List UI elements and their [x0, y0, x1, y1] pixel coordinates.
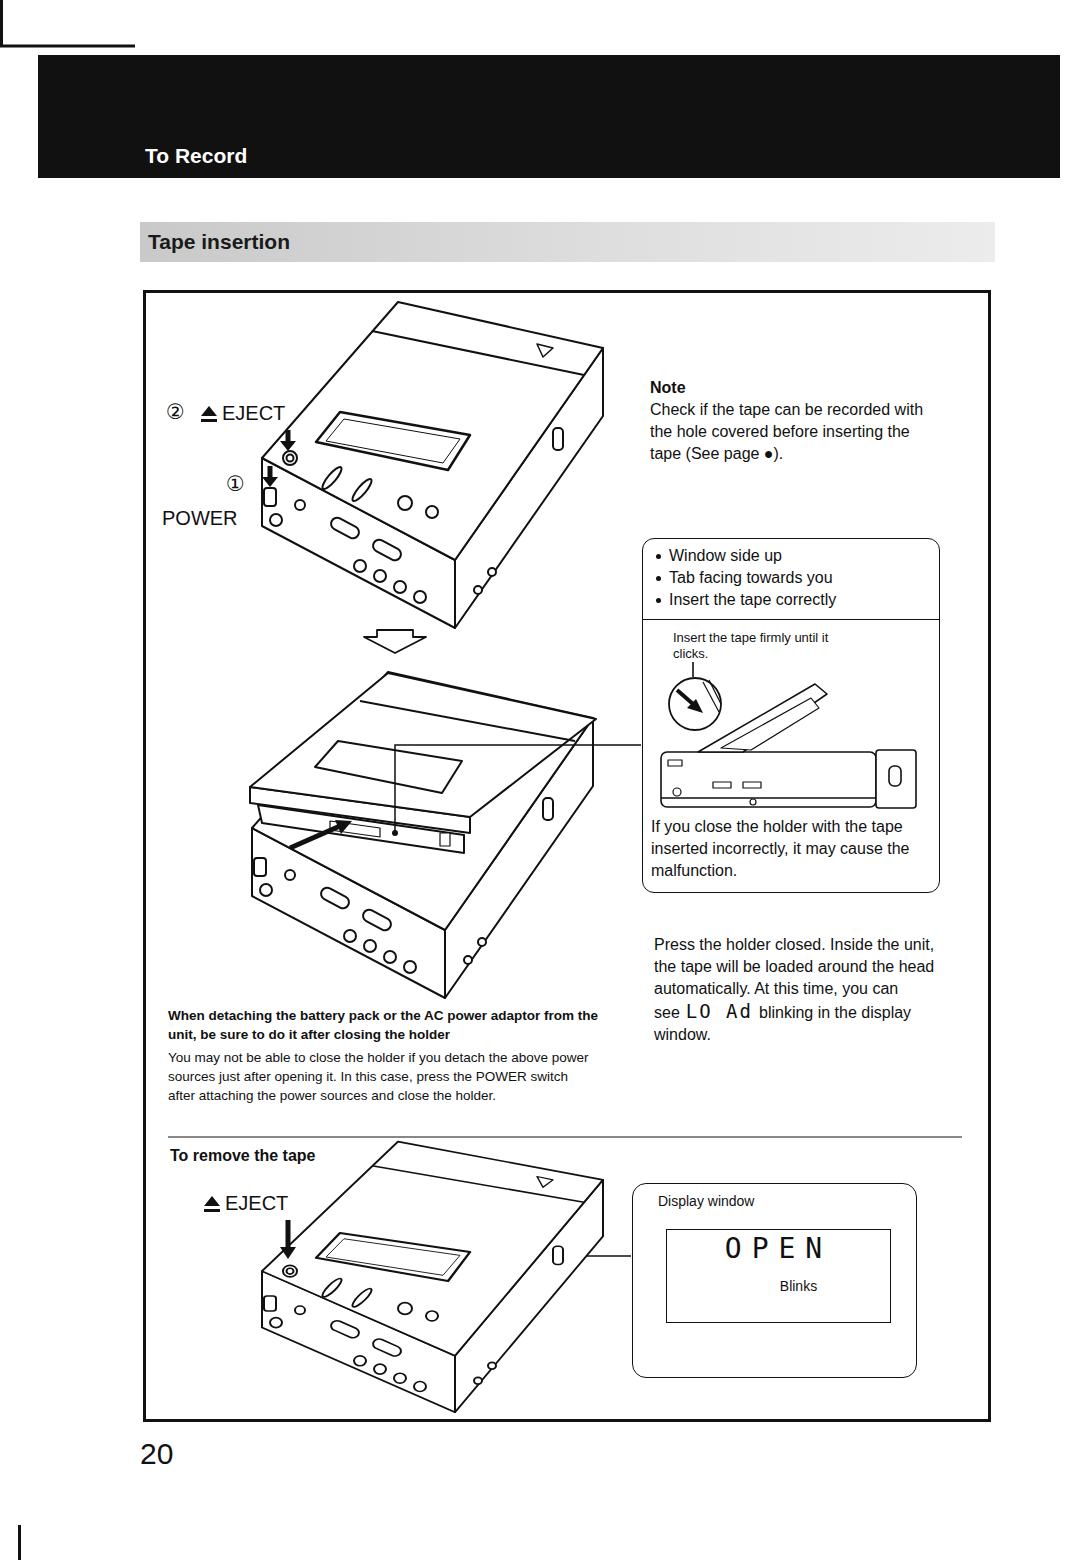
tape-click-illustration [661, 797, 876, 799]
eject-symbol [204, 1196, 220, 1206]
note-heading: Note [650, 378, 686, 397]
tape-click-illustration [889, 766, 901, 786]
tape-click-illustration [692, 662, 694, 677]
tape-click-illustration [668, 760, 682, 766]
press-arrows [280, 441, 296, 451]
control-label: POWER [162, 506, 238, 530]
eject-symbol [201, 406, 217, 416]
section-band: Tape insertion [140, 222, 995, 262]
tape-click-illustration [661, 752, 876, 807]
text-row: Display window [633, 1184, 916, 1210]
callout-number: ② [166, 400, 185, 425]
tape-click-illustration [721, 698, 819, 750]
leader-dot [392, 830, 398, 836]
panel-label: Display window [658, 1193, 754, 1209]
section-title: Tape insertion [148, 230, 290, 253]
control-label: EJECT [222, 401, 285, 425]
recorder-closed [262, 302, 603, 628]
insert-arrow [290, 820, 352, 848]
tape-holder [360, 701, 575, 741]
tape-holder [315, 741, 462, 793]
text-row: Tab facing towards you [643, 567, 939, 589]
bullet-dot [656, 576, 661, 581]
insert-arrow [290, 826, 340, 848]
text-row: If you close the holder with the tape in… [643, 812, 939, 892]
header-band: To Record [38, 55, 1060, 178]
tape-click-illustration [703, 682, 719, 712]
press-arrows [268, 466, 273, 478]
tape-click-illustration [713, 782, 731, 788]
press-arrows [286, 1220, 291, 1248]
tape-click-illustration [750, 799, 756, 805]
section-rule [168, 1137, 962, 1138]
body-paragraph: Press the holder closed. Inside the unit… [654, 934, 936, 1046]
press-arrows [280, 1247, 296, 1259]
text-row: Tape insertion [140, 222, 995, 262]
warning-text: If you close the holder with the tape in… [651, 818, 909, 879]
control-label: EJECT [225, 1191, 288, 1215]
step-arrow [364, 630, 426, 653]
lcd-readout: OPEN [725, 1232, 832, 1265]
eject-symbol [201, 419, 217, 422]
text-row: Insert the tape correctly [643, 589, 939, 620]
bullet-item: Window side up [669, 547, 782, 564]
tip-text: Insert the tape firmly until it clicks. [673, 630, 828, 661]
content-frame [145, 292, 990, 1421]
tape-holder [440, 833, 450, 846]
eject-symbol [201, 406, 217, 422]
note-text: Check if the tape can be recorded with t… [650, 399, 930, 465]
tape-click-illustration [673, 788, 681, 796]
blink-note: Blinks [780, 1278, 817, 1294]
callout-number: ① [226, 472, 245, 497]
recorder-closed [283, 331, 584, 518]
bullet-item: Tab facing towards you [669, 569, 833, 586]
insert-arrow [335, 820, 352, 834]
recorder-open [250, 672, 596, 998]
page-marks [0, 0, 135, 1560]
recorder-closed [283, 1166, 584, 1321]
bullet-dot [656, 554, 661, 559]
text-row: OPEN [667, 1234, 890, 1264]
text-row: Insert the tape firmly until it clicks. [643, 620, 939, 662]
text-row: Blinks [667, 1278, 890, 1294]
insert-arrow [677, 690, 703, 713]
lcd-panel: OPEN Blinks [666, 1229, 891, 1323]
press-arrows [280, 1220, 296, 1259]
header-title: To Record [145, 144, 247, 167]
lcd-readout: LO Ad [686, 1000, 753, 1022]
insert-arrow [687, 699, 703, 713]
recorder-closed [262, 1142, 603, 1413]
warning-text: You may not be able to close the holder … [168, 1048, 598, 1105]
subheading: To remove the tape [170, 1146, 316, 1165]
page-marks [0, 45, 135, 48]
press-arrows [262, 477, 278, 487]
text-row: Window side up [643, 545, 939, 567]
tape-click-illustration [669, 678, 721, 730]
tape-click-illustration [643, 662, 933, 812]
press-arrows [286, 430, 291, 442]
press-arrows [262, 430, 296, 487]
callout-box: Window side up Tab facing towards youInse… [642, 538, 940, 893]
text-row: To Record [38, 55, 1060, 169]
tape-click-illustration [876, 750, 916, 808]
insert-arrow [677, 690, 693, 704]
bullet-item: Insert the tape correctly [669, 591, 836, 608]
page-marks [18, 1525, 21, 1560]
page-number: 20 [140, 1436, 173, 1472]
eject-symbol [204, 1196, 220, 1212]
display-window-box: Display windowOPEN Blinks [632, 1183, 917, 1378]
recorder-closed [262, 302, 603, 628]
eject-symbol [204, 1209, 220, 1212]
page-marks [0, 0, 3, 47]
bullet-dot [656, 598, 661, 603]
tape-click-illustration [743, 782, 761, 788]
tape-click-illustration [709, 680, 721, 704]
leader-line [395, 745, 641, 833]
tape-click-illustration [661, 662, 916, 808]
warning-heading: When detaching the battery pack or the A… [168, 1006, 608, 1044]
tape-holder [250, 673, 596, 853]
recorder-closed [262, 1142, 603, 1413]
